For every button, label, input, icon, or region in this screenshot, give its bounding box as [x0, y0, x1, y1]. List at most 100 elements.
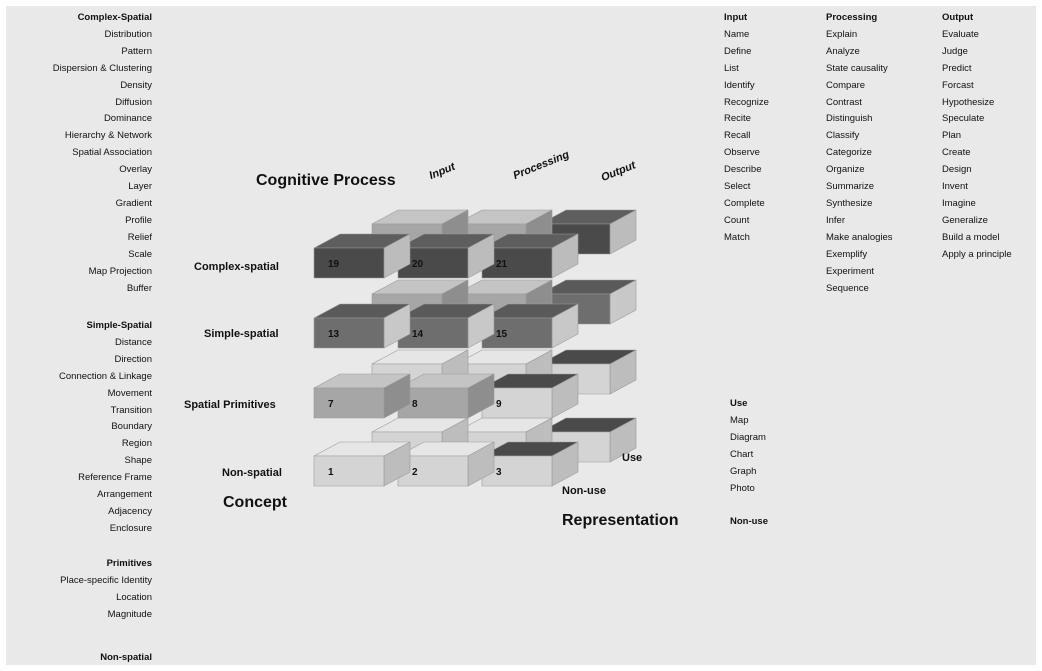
complex-spatial-item: Distribution — [104, 28, 152, 40]
output-verb: Apply a principle — [942, 248, 1012, 260]
complex-spatial-item: Scale — [128, 248, 152, 260]
complex-spatial-item: Density — [120, 79, 152, 91]
output-verb: Generalize — [942, 214, 988, 226]
cube-cell-number: 2 — [412, 467, 418, 478]
output-verb: Build a model — [942, 231, 1000, 243]
nonuse-heading: Non-use — [730, 516, 768, 527]
non-spatial-list: Non-spatial — [10, 650, 152, 667]
cube-cell: 21 — [481, 233, 579, 279]
axis-use-label: Use — [622, 452, 643, 464]
primitives-item: Place-specific Identity — [60, 574, 152, 586]
cube-cell-number: 20 — [412, 259, 424, 270]
complex-spatial-heading: Complex-Spatial — [77, 12, 152, 23]
cube-cell: 13 — [313, 303, 411, 349]
cube-cell-number: 13 — [328, 329, 340, 340]
row-label-simple-spatial: Simple-spatial — [204, 328, 279, 340]
cognitive-process-title: Cognitive Process — [256, 172, 396, 189]
simple-spatial-item: Boundary — [111, 421, 152, 433]
complex-spatial-item: Overlay — [119, 164, 152, 176]
input-verb: Define — [724, 45, 752, 57]
cube-cell: 15 — [481, 303, 579, 349]
cube-cell: 20 — [397, 233, 495, 279]
input-verb: Recite — [724, 113, 751, 125]
concept-title: Concept — [223, 494, 287, 511]
use-heading: Use — [730, 398, 748, 409]
input-verb: Count — [724, 214, 750, 226]
cube-cell: 19 — [313, 233, 411, 279]
complex-spatial-item: Hierarchy & Network — [64, 130, 152, 142]
processing-verb: Exemplify — [826, 248, 868, 260]
row-label-non-spatial: Non-spatial — [222, 467, 282, 479]
input-heading: Input — [724, 12, 748, 23]
cube-cell: 8 — [397, 373, 495, 419]
cube-cell-number: 1 — [328, 467, 334, 478]
output-verb: Design — [942, 164, 972, 176]
simple-spatial-item: Connection & Linkage — [59, 370, 152, 382]
processing-verb: State causality — [826, 62, 888, 74]
input-verb: Identify — [724, 79, 755, 91]
processing-heading: Processing — [826, 12, 878, 23]
cube-front-face — [313, 387, 385, 419]
axis-nonuse-label: Non-use — [562, 485, 606, 497]
cube-cell: 9 — [481, 373, 579, 419]
processing-verb: Distinguish — [826, 113, 873, 125]
simple-spatial-item: Region — [121, 438, 152, 450]
simple-spatial-item: Arrangement — [97, 489, 152, 501]
cube-cell-number: 9 — [496, 399, 502, 410]
output-verb: Forcast — [942, 79, 974, 91]
non-spatial-heading: Non-spatial — [100, 652, 152, 663]
input-verb: Recall — [724, 130, 751, 142]
use-item: Map — [730, 414, 749, 426]
cube-cell-number: 21 — [496, 259, 508, 270]
processing-verb: Compare — [826, 79, 866, 91]
complex-spatial-item: Dominance — [103, 113, 152, 125]
complex-spatial-item: Dispersion & Clustering — [52, 62, 152, 74]
cube-cell: 14 — [397, 303, 495, 349]
primitives-item: Magnitude — [107, 608, 152, 620]
simple-spatial-item: Reference Frame — [78, 472, 152, 484]
use-item: Photo — [730, 482, 755, 494]
complex-spatial-item: Diffusion — [115, 96, 152, 108]
processing-verb: Classify — [826, 130, 860, 142]
simple-spatial-item: Transition — [110, 404, 152, 416]
complex-spatial-item: Pattern — [121, 45, 152, 57]
cube-cell-number: 15 — [496, 329, 508, 340]
output-verb: Speculate — [942, 113, 985, 125]
cube-cell-number: 7 — [328, 399, 334, 410]
cube-cell: 1 — [313, 441, 411, 487]
output-verb: Plan — [942, 130, 962, 142]
representation-title: Representation — [562, 512, 679, 529]
processing-verb: Organize — [826, 164, 865, 176]
processing-verb: Experiment — [826, 265, 875, 277]
simple-spatial-item: Direction — [114, 353, 153, 365]
output-verb: Evaluate — [942, 28, 979, 40]
input-verb: Select — [724, 181, 751, 193]
processing-verb: Explain — [826, 28, 858, 40]
simple-spatial-item: Shape — [124, 455, 152, 467]
processing-verb: Summarize — [826, 181, 875, 193]
nonuse-list: Non-use — [730, 514, 768, 531]
output-heading: Output — [942, 12, 974, 23]
cube-cell: 7 — [313, 373, 411, 419]
input-verb: Name — [724, 28, 750, 40]
complex-spatial-item: Spatial Association — [72, 147, 152, 159]
cube-cell-number: 3 — [496, 467, 502, 478]
complex-spatial-item: Profile — [125, 214, 152, 226]
use-item: Chart — [730, 448, 754, 460]
output-verb: Invent — [942, 181, 968, 193]
simple-spatial-item: Enclosure — [109, 522, 152, 534]
primitives-item: Location — [116, 591, 152, 603]
use-item: Graph — [730, 465, 757, 477]
cube-cell-number: 14 — [412, 329, 424, 340]
output-verb: Imagine — [942, 197, 976, 209]
cube-cell-number: 19 — [328, 259, 340, 270]
output-verb: Create — [942, 147, 971, 159]
use-item: Diagram — [730, 431, 766, 443]
input-verb: Observe — [724, 147, 760, 159]
